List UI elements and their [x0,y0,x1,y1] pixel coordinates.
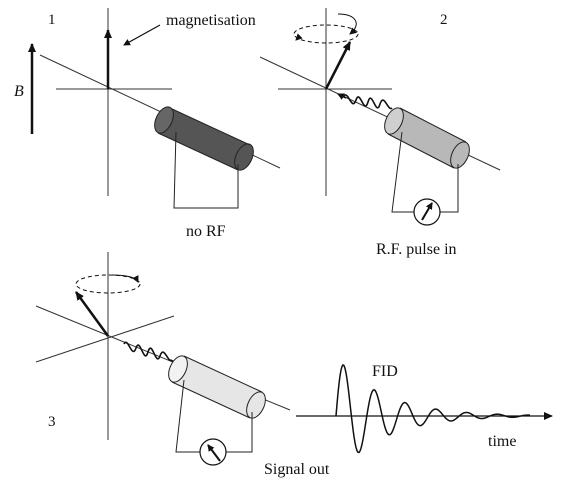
time-label: time [488,433,516,450]
coil-1 [154,106,254,171]
circuit-2-right [440,164,459,213]
wave-icon [123,341,173,362]
coil-2 [384,107,470,169]
fid-plot: FID time [296,363,553,454]
rotation-arrow-icon [337,13,357,35]
meter-icon [199,438,227,466]
meter-icon [413,198,441,226]
wave-icon [343,94,393,110]
panel-2-caption: R.F. pulse in [376,241,457,258]
precession-path-2 [293,24,359,44]
panel-1-number: 1 [48,12,56,28]
fid-trace [335,363,531,454]
precession-path-3 [75,274,141,294]
magnetisation-vector-3 [74,291,110,337]
circuit-3-left [175,379,200,453]
magnetisation-vector-2 [324,41,352,90]
magnetisation-label: magnetisation [166,12,256,29]
panel-1-caption: no RF [186,223,226,240]
panel-3-caption: Signal out [264,461,330,478]
panel-3-number: 3 [48,414,56,430]
fid-label: FID [372,363,398,380]
panel-2-number: 2 [440,12,448,28]
wave-arrow [337,93,347,100]
panel-3: 3 Signal out [35,252,553,478]
field-label: B [14,83,24,100]
panel-2: 2 R.F. pulse in [259,8,501,258]
panel-1: 1 B magnetisation no RF [14,8,281,240]
circuit-1 [173,131,239,209]
circuit-3-right [226,412,253,453]
rotation-arrow-icon [111,274,139,283]
coil-3 [168,355,266,419]
rotation-arrow-icon [295,33,303,41]
circuit-2-left [391,131,414,213]
magnetisation-pointer [123,24,161,46]
